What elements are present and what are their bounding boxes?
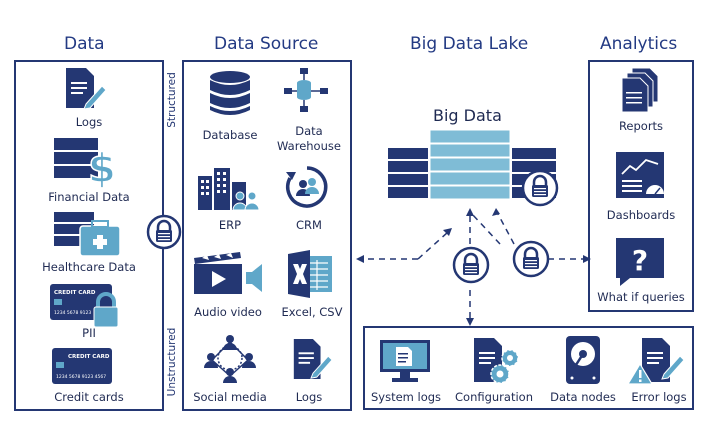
financial-data-icon: $ <box>54 138 117 193</box>
system-logs-icon <box>380 340 430 382</box>
analytics-box <box>588 60 694 312</box>
bottom-system-logs: System logs <box>370 390 442 404</box>
credit-card-icon: CREDIT CARD 1234 5678 9123 4567 <box>52 348 112 384</box>
data-item-financial: Financial Data <box>48 190 130 204</box>
header-data-source: Data Source <box>214 34 319 54</box>
crm-icon <box>286 166 328 208</box>
data-warehouse-icon <box>284 68 328 112</box>
excel-csv-icon <box>288 250 332 298</box>
analytics-lock-icon <box>512 240 550 278</box>
source-social-media: Social media <box>193 390 267 404</box>
big-data-title: Big Data <box>433 106 502 125</box>
bottom-box <box>363 326 694 410</box>
logs-doc-icon <box>66 68 107 110</box>
source-logs-icon <box>293 338 333 380</box>
bottom-data-nodes: Data nodes <box>550 390 616 404</box>
what-if-queries-icon: ? <box>616 238 664 286</box>
header-data: Data <box>64 34 105 54</box>
erp-buildings-icon <box>198 168 260 211</box>
bottom-error-logs: Error logs <box>631 390 687 404</box>
data-item-credit-cards: Credit cards <box>54 390 124 404</box>
svg-text:$: $ <box>88 146 116 192</box>
source-erp: ERP <box>218 218 242 232</box>
bottom-configuration: Configuration <box>455 390 533 404</box>
data-source-box <box>182 60 352 411</box>
database-icon <box>210 71 250 115</box>
data-nodes-icon <box>566 336 600 384</box>
source-crm: CRM <box>296 218 322 232</box>
hub-lock-icon <box>452 246 490 284</box>
data-item-logs: Logs <box>75 115 103 129</box>
source-warehouse-line2: Warehouse <box>277 139 341 153</box>
analytics-what-if: What if queries <box>597 290 685 304</box>
social-media-icon <box>204 335 256 383</box>
configuration-icon <box>474 338 519 384</box>
credit-card-number: 1234 5678 9123 4567 <box>56 374 106 380</box>
credit-card-text: CREDIT CARD <box>68 354 110 360</box>
source-database: Database <box>202 128 258 142</box>
pii-card-text: CREDIT CARD <box>54 290 96 296</box>
data-item-healthcare: Healthcare Data <box>42 260 136 274</box>
pii-card-icon: CREDIT CARD 1234 5678 9123 <box>50 284 119 328</box>
reports-icon <box>621 67 659 113</box>
question-mark: ? <box>632 244 648 277</box>
data-item-pii: PII <box>82 326 96 340</box>
header-analytics: Analytics <box>600 34 678 54</box>
source-excel-csv: Excel, CSV <box>281 305 343 319</box>
analytics-reports: Reports <box>618 119 664 133</box>
source-audio-video: Audio video <box>194 305 262 319</box>
healthcare-data-icon <box>54 212 121 257</box>
analytics-dashboards: Dashboards <box>606 208 676 222</box>
lock-icon <box>146 214 182 250</box>
source-warehouse-line1: Data <box>295 124 323 138</box>
error-logs-icon <box>626 338 685 385</box>
audio-video-icon <box>194 252 262 294</box>
source-logs: Logs <box>295 390 323 404</box>
dashboards-icon <box>616 152 664 198</box>
big-data-storage-icon <box>388 129 559 207</box>
pii-card-number: 1234 5678 9123 <box>54 310 91 316</box>
header-big-data-lake: Big Data Lake <box>410 34 529 54</box>
